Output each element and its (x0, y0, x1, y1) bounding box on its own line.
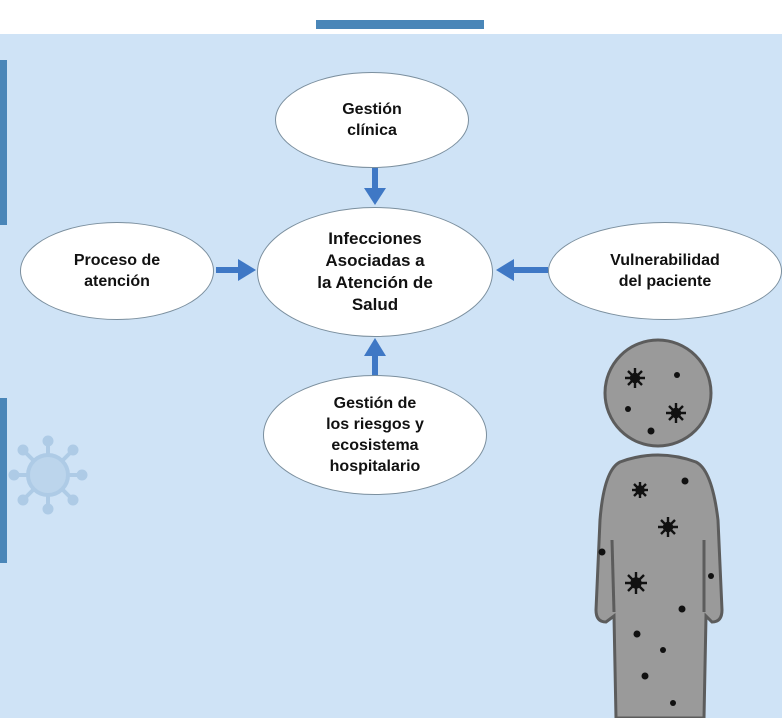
node-proceso-line-1: Proceso de (73, 252, 161, 269)
node-gestion-clinica-line-2: clínica (347, 122, 397, 139)
top-accent-bar (316, 20, 484, 29)
node-proceso-line-2: atención (84, 273, 150, 290)
node-gestion-riesgos: Gestión de los riesgos y ecosistema hosp… (263, 375, 487, 495)
node-gestion-clinica-line-1: Gestión (342, 101, 402, 118)
node-vuln-line-1: Vulnerabilidad (610, 252, 720, 269)
node-vuln-line-2: del paciente (618, 273, 712, 290)
node-center-line-3: la Atención de (317, 273, 433, 292)
left-accent-bar-lower (0, 398, 7, 563)
arrow-right-to-center (496, 259, 548, 281)
node-center-line-2: Asociadas a (325, 251, 425, 270)
left-accent-bar-upper (0, 60, 7, 225)
node-center-line-1: Infecciones (328, 229, 422, 248)
node-vulnerabilidad-paciente: Vulnerabilidad del paciente (548, 222, 782, 320)
node-riesgos-line-3: ecosistema (331, 437, 419, 454)
node-gestion-clinica: Gestión clínica (275, 72, 469, 168)
node-riesgos-line-1: Gestión de (333, 395, 417, 412)
node-infecciones-asociadas: Infecciones Asociadas a la Atención de S… (257, 207, 493, 337)
node-proceso-de-atencion: Proceso de atención (20, 222, 214, 320)
node-center-line-4: Salud (351, 295, 399, 314)
arrow-left-to-center (216, 259, 256, 281)
arrow-bottom-to-center (364, 338, 386, 378)
node-riesgos-line-4: hospitalario (329, 458, 421, 475)
node-riesgos-line-2: los riesgos y (326, 416, 424, 433)
